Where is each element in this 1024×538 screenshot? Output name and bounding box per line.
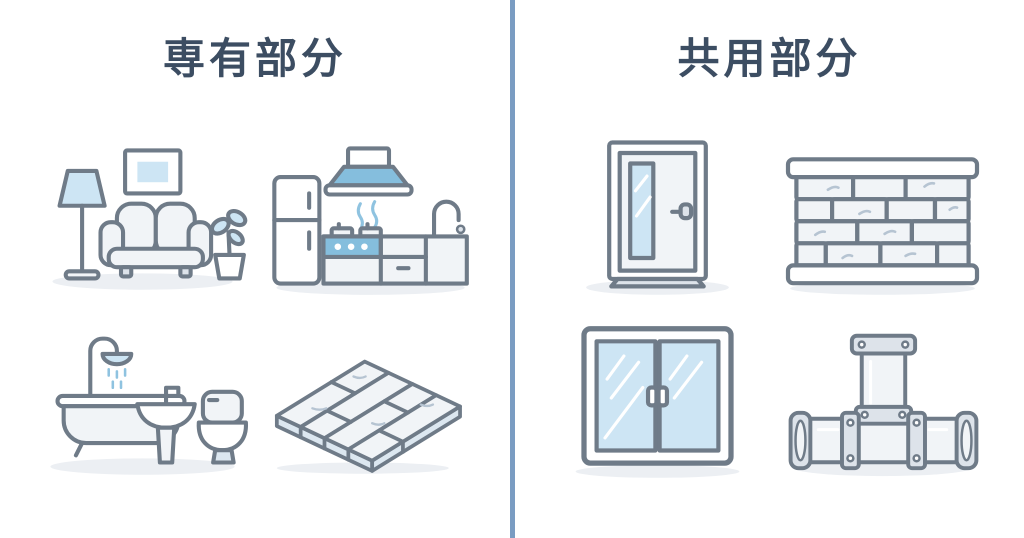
- kitchen-icon: [272, 146, 469, 295]
- window-icon: [575, 326, 739, 478]
- illustration-entrance-door: [550, 132, 765, 300]
- illustration-pipes: [775, 314, 990, 482]
- illustration-living-room: [35, 132, 250, 300]
- living-room-icon: [52, 148, 248, 290]
- illustration-bathroom: [35, 314, 250, 482]
- illustration-window: [550, 314, 765, 482]
- common-area-grid: [550, 132, 990, 482]
- entrance-door-icon: [585, 140, 729, 295]
- flooring-icon: [274, 359, 462, 474]
- exclusive-area-panel: 専有部分: [0, 0, 510, 538]
- common-area-panel: 共用部分: [515, 0, 1024, 538]
- center-divider: [510, 0, 515, 538]
- exclusive-area-grid: [35, 132, 475, 482]
- exclusive-area-title: 専有部分: [162, 35, 347, 82]
- illustration-outer-wall: [775, 132, 990, 300]
- plumbing-pipes-icon: [788, 333, 978, 477]
- illustration-kitchen: [260, 132, 475, 300]
- illustration-flooring: [260, 314, 475, 482]
- common-area-title: 共用部分: [677, 35, 862, 82]
- outer-wall-icon: [785, 157, 979, 295]
- bathroom-icon: [50, 336, 248, 475]
